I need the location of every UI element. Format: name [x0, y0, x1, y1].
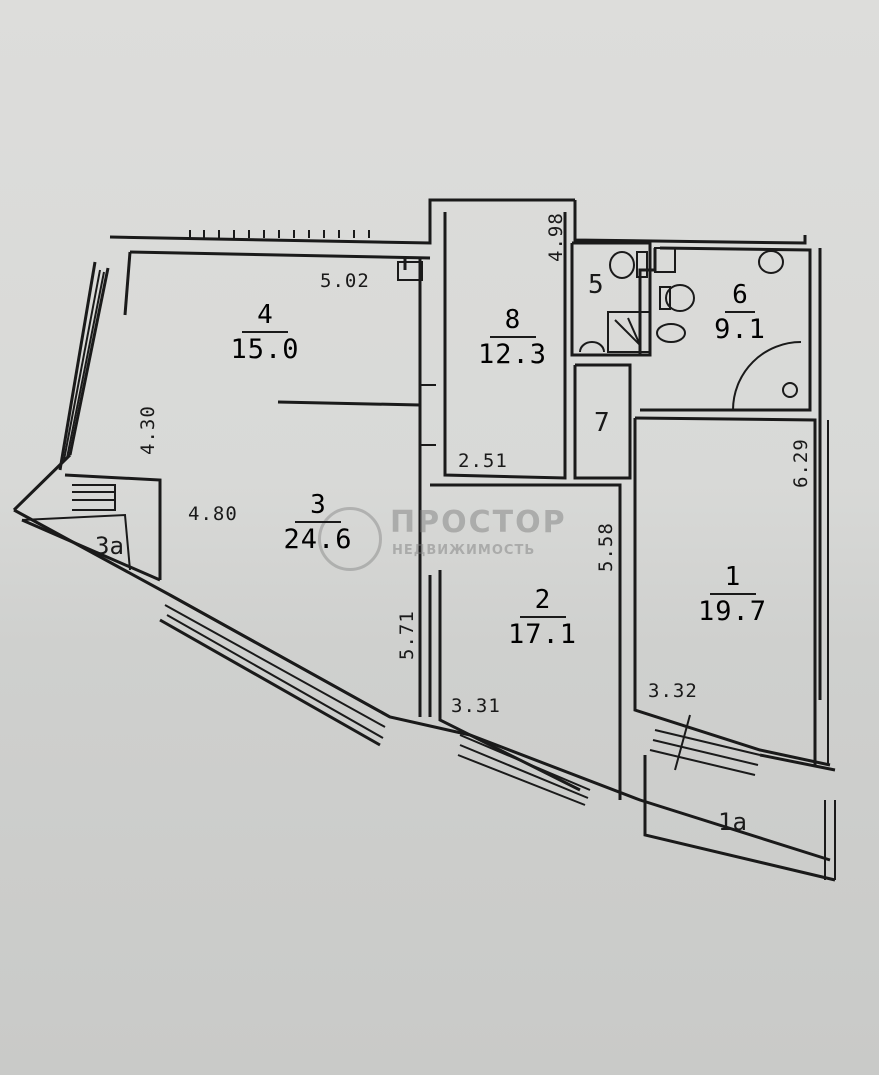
dimension-4-30: 4.30 — [137, 405, 159, 455]
dimension-2-51: 2.51 — [458, 450, 508, 472]
room-2-label: 2 17.1 — [507, 585, 578, 650]
room-3-label: 3 24.6 — [283, 490, 353, 555]
dimension-4-98: 4.98 — [545, 212, 567, 262]
room-1-label: 1 19.7 — [697, 562, 768, 627]
dimension-4-80: 4.80 — [188, 503, 238, 525]
watermark-brand: ПРОСТОР — [390, 505, 567, 540]
room-5-label: 5 — [588, 270, 604, 300]
watermark-subtitle: НЕДВИЖИМОСТЬ — [392, 543, 536, 558]
dimension-5-58: 5.58 — [595, 522, 617, 572]
dimension-3-31: 3.31 — [451, 695, 501, 717]
dimension-5-02: 5.02 — [320, 270, 370, 292]
watermark-logo-icon — [318, 507, 382, 571]
balcony-1a-label: 1а — [718, 808, 747, 836]
dimension-5-71: 5.71 — [396, 610, 418, 660]
balcony-3a-label: 3а — [95, 532, 124, 560]
room-8-label: 8 12.3 — [477, 305, 548, 370]
room-6-label: 6 9.1 — [714, 280, 766, 345]
dimension-3-32: 3.32 — [648, 680, 698, 702]
room-7-label: 7 — [594, 408, 610, 438]
room-4-label: 4 15.0 — [230, 300, 300, 365]
dimension-6-29: 6.29 — [790, 438, 812, 488]
